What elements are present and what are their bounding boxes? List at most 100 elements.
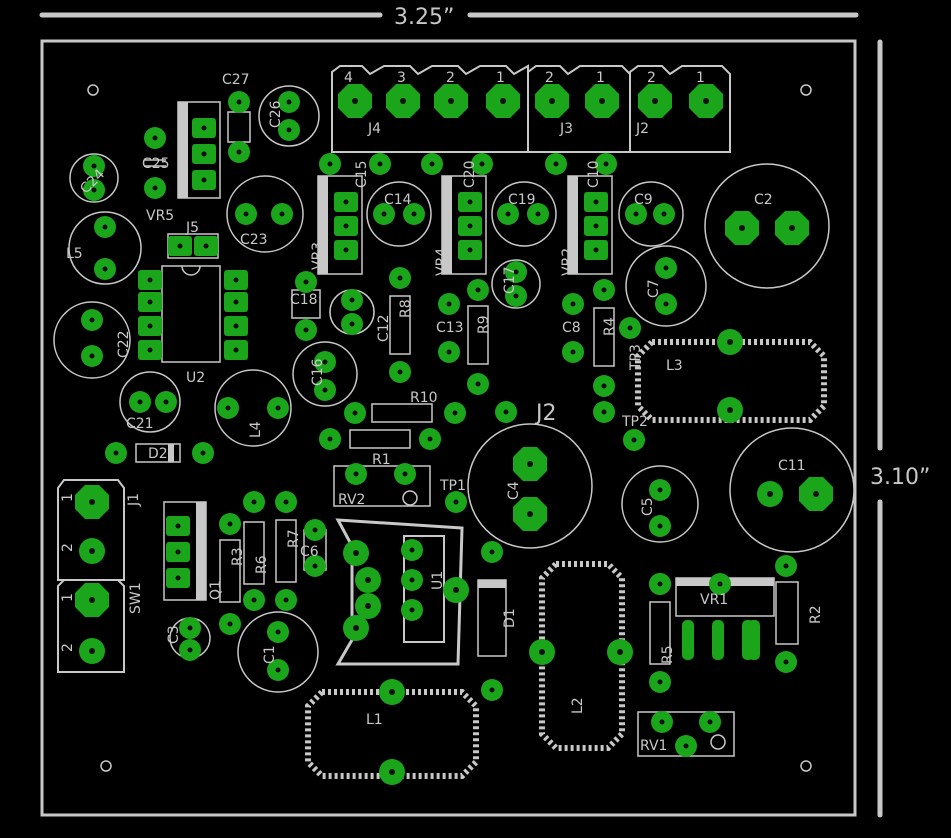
svg-text:TP1: TP1	[439, 478, 466, 494]
regulator-vr1: VR1	[649, 573, 775, 660]
svg-text:C4: C4	[506, 481, 522, 500]
capacitor-c2: C2	[704, 163, 830, 289]
inductor-l4: L4	[214, 369, 292, 447]
svg-text:C1: C1	[262, 645, 278, 664]
svg-text:U1: U1	[430, 571, 446, 590]
regulator-vr2: VR2 C10	[545, 153, 617, 276]
capacitor-c6: C6	[300, 519, 327, 577]
switch-sw1: 1 2 SW1	[57, 579, 144, 673]
svg-text:4: 4	[344, 70, 353, 86]
mounting-holes	[87, 84, 812, 772]
svg-text:C9: C9	[634, 192, 653, 208]
capacitor-c13: C13	[436, 293, 464, 363]
svg-text:C16: C16	[310, 358, 326, 386]
testpoint-tp1: TP1	[439, 478, 467, 513]
resistor-r6: R6	[243, 491, 270, 611]
svg-text:VR4: VR4	[434, 248, 450, 276]
svg-text:R3: R3	[230, 547, 246, 566]
width-label: 3.25”	[394, 5, 454, 30]
svg-text:C27: C27	[222, 72, 250, 88]
capacitor-c23: C23	[226, 175, 304, 253]
trimmer-rv2: RV2	[333, 463, 431, 508]
svg-text:R2: R2	[808, 605, 824, 624]
svg-text:R10: R10	[410, 390, 438, 406]
transistor-q1: Q1	[163, 501, 224, 601]
svg-text:R1: R1	[372, 452, 391, 468]
svg-text:L4: L4	[248, 421, 264, 438]
resistor-r3: R3	[219, 513, 246, 635]
width-dimension: 3.25”	[39, 5, 859, 30]
trimmer-rv1: RV1	[637, 711, 735, 757]
capacitor-c12: C12	[329, 289, 392, 342]
capacitor-c26: C26	[258, 85, 320, 147]
diode-d2: D2	[105, 442, 214, 464]
resistor-r4: R4	[593, 279, 618, 423]
svg-text:2: 2	[647, 70, 656, 86]
capacitor-c16: C16	[292, 341, 358, 407]
label-j2-connector: J2	[635, 121, 649, 137]
svg-text:C5: C5	[640, 497, 656, 516]
svg-text:J5: J5	[185, 220, 199, 236]
svg-text:C19: C19	[508, 192, 536, 208]
svg-text:L1: L1	[366, 712, 383, 728]
capacitor-c21: C21	[119, 371, 181, 433]
inductor-l2: L2	[529, 561, 633, 751]
capacitor-c24: C24	[69, 153, 119, 203]
capacitor-c17: C17	[491, 259, 541, 309]
regulator-vr4: VR4 C20	[421, 153, 493, 276]
svg-text:C10: C10	[586, 160, 602, 188]
svg-text:C2: C2	[754, 192, 773, 208]
svg-text:C22: C22	[116, 330, 132, 358]
resistor-r9: R9	[467, 279, 492, 395]
svg-text:C26: C26	[268, 100, 284, 128]
connector-j1: 1 2 J1	[57, 479, 142, 581]
svg-text:D2: D2	[148, 446, 168, 462]
resistor-r8: R8	[389, 267, 414, 383]
connector-j3: 2 1 J3	[527, 65, 631, 153]
svg-text:1: 1	[596, 70, 605, 86]
svg-text:C15: C15	[354, 160, 370, 188]
height-dimension: 3.10”	[870, 39, 930, 818]
capacitor-c11: C11	[729, 427, 855, 553]
svg-text:RV1: RV1	[640, 738, 667, 754]
svg-text:Q1: Q1	[208, 580, 224, 600]
testpoint-tp2: TP2	[621, 414, 648, 451]
svg-text:VR1: VR1	[700, 592, 728, 608]
svg-text:2: 2	[446, 70, 455, 86]
capacitor-c5: C5	[621, 465, 699, 543]
svg-text:R4: R4	[602, 317, 618, 336]
svg-text:C13: C13	[436, 320, 464, 336]
label-j4: J4	[367, 121, 381, 137]
resistor-r10: R10	[344, 390, 466, 424]
capacitor-c7: C7	[625, 245, 707, 327]
capacitor-c25: C25	[142, 127, 170, 199]
regulator-vr3: VR3 C15	[310, 153, 391, 275]
svg-text:C21: C21	[126, 416, 154, 432]
svg-text:C18: C18	[290, 292, 318, 308]
svg-text:2: 2	[60, 543, 76, 552]
svg-text:R6: R6	[254, 555, 270, 574]
svg-text:TP2: TP2	[621, 414, 648, 430]
jumper-j5: J5	[167, 220, 219, 259]
capacitor-c4: C4	[467, 423, 593, 549]
regulator-u1: U1	[335, 518, 469, 666]
svg-text:R8: R8	[398, 299, 414, 318]
resistor-r7: R7	[275, 491, 302, 611]
regulator-vr5: VR5	[146, 101, 221, 224]
board-outline	[40, 39, 857, 817]
capacitor-c9: C9	[618, 181, 684, 247]
connector-j2: 2 1 J2	[629, 65, 731, 153]
svg-text:VR5: VR5	[146, 208, 174, 224]
svg-text:C7: C7	[646, 279, 662, 298]
label-j2-large: J2	[534, 401, 557, 426]
svg-text:RV2: RV2	[338, 492, 365, 508]
svg-text:L5: L5	[66, 246, 83, 262]
svg-text:C8: C8	[562, 320, 581, 336]
inductor-l3: L3	[635, 329, 827, 423]
svg-text:VR3: VR3	[310, 242, 326, 270]
ic-u2: U2	[138, 265, 248, 386]
svg-text:C11: C11	[778, 458, 806, 474]
inductor-l1: L1	[305, 679, 479, 785]
label-sw1: SW1	[128, 582, 144, 614]
